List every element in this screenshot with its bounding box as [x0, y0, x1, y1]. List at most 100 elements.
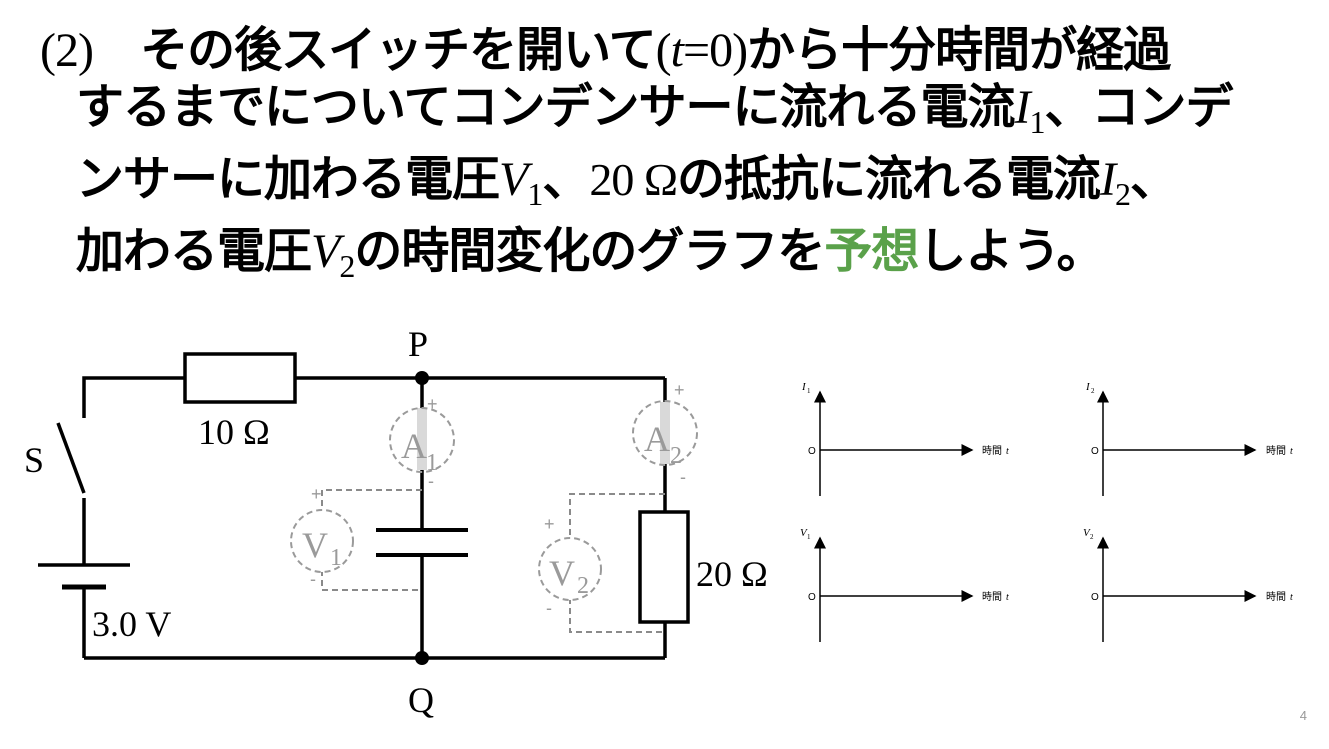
- graph-v2-origin: O: [1091, 592, 1099, 603]
- graph-i1-y-label: I: [801, 381, 807, 393]
- voltmeter-v2-letter: V: [549, 553, 575, 593]
- variable-subscript: 2: [1115, 176, 1131, 212]
- graph-v2-x-label: 時間: [1266, 591, 1286, 603]
- question-text: (2) その後スイッチを開いて(t=0)から十分時間が経過 するまでについてコン…: [40, 22, 1300, 295]
- graph-v1-x-var: t: [1006, 592, 1009, 603]
- node-p-dot: [415, 371, 429, 385]
- graph-i1-origin: O: [808, 446, 816, 457]
- question-text-part: =0): [683, 24, 748, 77]
- ammeter-a1-letter: A: [401, 426, 427, 466]
- v2-lead-plus: [569, 493, 665, 540]
- graph-i1-x-label: 時間: [982, 445, 1002, 457]
- v2-lead-minus: [569, 598, 665, 633]
- voltmeter-v2-sub: 2: [577, 573, 589, 599]
- ammeter-a1-sub: 1: [426, 450, 438, 476]
- question-text-part: の抵抗に流れる電流: [677, 151, 1101, 207]
- question-text-part: (: [655, 24, 672, 77]
- question-text-part: の時間変化のグラフを: [354, 223, 825, 279]
- ammeter-a1: A 1 + -: [389, 394, 455, 491]
- resistor-10-label: 10 Ω: [198, 412, 270, 452]
- graph-v1-y-sub: 1: [807, 533, 811, 541]
- v1-lead-plus: [321, 489, 422, 515]
- variable-subscript: 1: [1029, 104, 1046, 140]
- graph-v2-x-var: t: [1290, 592, 1293, 603]
- battery-label: 3.0 V: [92, 604, 171, 644]
- time-variable: t: [670, 24, 684, 77]
- question-text-part: その後スイッチを開いて: [140, 22, 657, 78]
- voltmeter-v1-sub: 1: [330, 545, 342, 571]
- graph-i1-y-sub: 1: [807, 387, 811, 395]
- ammeter-a2-letter: A: [644, 419, 670, 459]
- v1-lead-minus: [321, 570, 422, 591]
- ammeter-a1-plus: +: [427, 394, 438, 414]
- ammeter-a1-ring: [389, 407, 455, 473]
- current-variable: I: [1100, 153, 1116, 206]
- graph-i2: I 2 O 時間 t: [1085, 381, 1293, 496]
- current-variable: I: [1014, 81, 1031, 134]
- question-text-part: 、: [542, 151, 590, 207]
- resistance-value: 20 Ω: [589, 154, 678, 205]
- question-text-part: 加わる電圧: [76, 223, 312, 279]
- ammeter-a2-sub: 2: [670, 443, 682, 469]
- node-q-dot: [415, 651, 429, 665]
- node-q-label: Q: [408, 680, 434, 720]
- question-line-1: (2) その後スイッチを開いて(t=0)から十分時間が経過: [40, 22, 1300, 79]
- ammeter-a2-wire-shade: [660, 402, 670, 464]
- switch-label: S: [24, 440, 44, 480]
- graph-v1-x-label: 時間: [982, 591, 1002, 603]
- graph-i1: I 1 O 時間 t: [801, 381, 1009, 496]
- question-text-part: から十分時間が経過: [747, 22, 1171, 78]
- resistor-20-ohm: [638, 510, 690, 624]
- voltmeter-v1-minus: -: [310, 569, 316, 589]
- voltmeter-v1-plus: +: [311, 484, 322, 504]
- resistor-20-label: 20 Ω: [696, 554, 768, 594]
- question-line-2: するまでについてコンデンサーに流れる電流I1、コンデ: [40, 79, 1300, 151]
- switch-blade: [56, 422, 86, 494]
- graph-v1-origin: O: [808, 592, 816, 603]
- graph-grid: I 1 O 時間 t I 2 O 時間 t V 1 O 時間 t V 2 O 時…: [800, 381, 1293, 642]
- voltmeter-v1-ring: [290, 509, 354, 573]
- question-number: (2): [40, 24, 94, 77]
- graph-i2-y-sub: 2: [1091, 387, 1095, 395]
- voltmeter-leads: [321, 489, 665, 633]
- graph-i2-y-label: I: [1085, 381, 1091, 393]
- voltmeter-v2-ring: [538, 537, 602, 601]
- question-text-part: ンサーに加わる電圧: [76, 151, 500, 207]
- resistor-10-ohm: [183, 352, 297, 404]
- graph-i2-origin: O: [1091, 446, 1099, 457]
- graph-i2-x-var: t: [1290, 446, 1293, 457]
- variable-subscript: 2: [339, 248, 355, 284]
- node-p-label: P: [408, 324, 428, 364]
- graph-v2-y-sub: 2: [1090, 533, 1094, 541]
- voltmeter-v1-letter: V: [302, 525, 328, 565]
- voltage-variable: V: [499, 153, 528, 206]
- highlighted-word: 予想: [824, 223, 919, 279]
- ammeter-a2-ring: [632, 400, 698, 466]
- ammeter-a2-minus: -: [680, 467, 686, 487]
- voltmeter-v2-minus: -: [546, 598, 552, 618]
- voltmeter-v2-plus: +: [544, 514, 555, 534]
- question-line-4: 加わる電圧V2の時間変化のグラフを予想しよう。: [40, 223, 1300, 295]
- question-line-3: ンサーに加わる電圧V1、20 Ωの抵抗に流れる電流I2、: [40, 151, 1300, 223]
- voltmeter-v2: V 2 + -: [538, 514, 602, 618]
- question-text-part: 、: [1130, 151, 1178, 207]
- question-text-part: するまでについてコンデンサーに流れる電流: [76, 79, 1016, 135]
- graph-v1: V 1 O 時間 t: [800, 527, 1009, 642]
- slide-number: 4: [1299, 708, 1307, 723]
- question-text-part: 、コンデ: [1044, 79, 1234, 135]
- ammeter-a2: A 2 + -: [632, 380, 698, 487]
- circuit-diagram: A 1 + - A 2 + - V 1 + - V 2 + - P Q S 10…: [24, 324, 768, 720]
- graph-v2: V 2 O 時間 t: [1083, 527, 1293, 642]
- voltage-variable: V: [311, 225, 340, 278]
- graph-i2-x-label: 時間: [1266, 445, 1286, 457]
- graph-i1-x-var: t: [1006, 446, 1009, 457]
- ammeter-a1-minus: -: [428, 471, 434, 491]
- wire: [82, 376, 185, 418]
- graph-v2-y-label: V: [1083, 527, 1091, 539]
- ammeter-a2-plus: +: [674, 380, 685, 400]
- variable-subscript: 1: [527, 176, 543, 212]
- graph-v1-y-label: V: [800, 527, 808, 539]
- voltmeter-v1: V 1 + -: [290, 484, 354, 589]
- question-text-part: しよう。: [918, 223, 1104, 279]
- ammeter-a1-wire-shade: [417, 408, 427, 470]
